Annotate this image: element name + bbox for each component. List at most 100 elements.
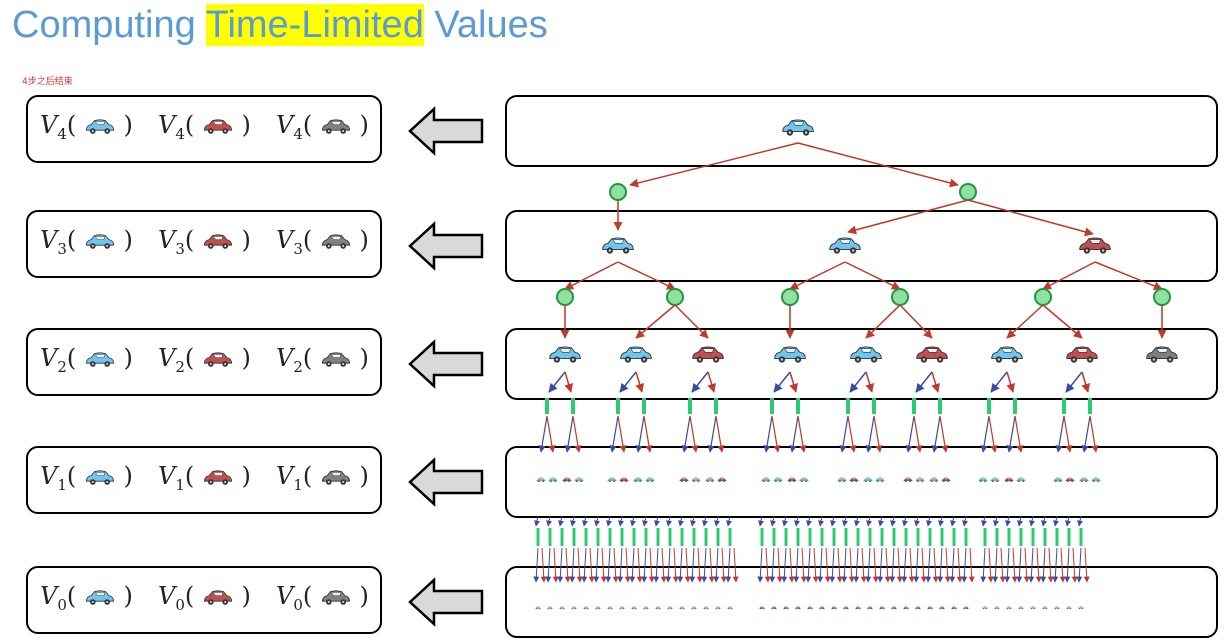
value-subscript: 3 (175, 239, 185, 258)
car-blue-icon (547, 606, 553, 610)
tree-edge (642, 515, 649, 527)
tree-edge (674, 304, 709, 339)
car-blue-icon (773, 477, 783, 483)
tree-edge (797, 142, 959, 188)
tree-edge (896, 547, 903, 583)
chance-node-icon (760, 528, 764, 546)
car-red-icon (1066, 346, 1098, 363)
tree-edge (757, 547, 764, 583)
tree-edge (696, 547, 703, 583)
car-blue-icon (602, 237, 634, 254)
car-blue-icon (875, 477, 885, 483)
car-blue-icon (1006, 606, 1012, 610)
tree-edge (720, 547, 727, 583)
car-red-icon (203, 351, 232, 367)
tree-edge (818, 515, 825, 527)
value-term-gray: V1( ) (276, 462, 369, 494)
tree-edge (1077, 515, 1084, 527)
car-red-icon (807, 606, 813, 610)
tree-edge (1063, 415, 1073, 453)
chance-node-icon (728, 528, 732, 546)
chance-node-icon (952, 528, 956, 546)
car-red-icon (203, 469, 232, 485)
chance-node-icon (704, 528, 708, 546)
car-blue-icon (994, 606, 1000, 610)
tree-edge (1017, 515, 1024, 527)
tree-edge (1076, 547, 1083, 583)
chance-node-icon (983, 528, 987, 546)
tree-edge (836, 547, 843, 583)
car-red-icon (619, 477, 629, 483)
tree-edge (564, 547, 571, 583)
car-blue-icon (85, 469, 114, 485)
tree-edge (776, 547, 783, 583)
tree-edge (769, 547, 776, 583)
tree-edge (564, 261, 619, 290)
tree-edge (582, 515, 589, 527)
car-blue-icon (991, 346, 1023, 363)
tree-edge (806, 515, 813, 527)
car-blue-icon (85, 233, 114, 249)
tree-edge (572, 415, 582, 453)
chance-node-icon (856, 528, 860, 546)
tree-edge (848, 547, 855, 583)
chance-node-icon (772, 528, 776, 546)
tree-edge (865, 304, 901, 339)
tree-edge (949, 547, 956, 583)
car-blue-icon (535, 606, 541, 610)
tree-edge (715, 415, 725, 453)
tree-edge (847, 199, 969, 235)
tree-edge (980, 415, 990, 453)
tree-edge (1065, 371, 1083, 393)
tree-edge (877, 547, 884, 583)
tree-edge (764, 547, 771, 583)
car-red-icon (203, 589, 232, 605)
car-blue-icon (643, 606, 649, 610)
car-blue-icon (85, 351, 114, 367)
tree-edge (672, 547, 679, 583)
value-term-red: V4( ) (158, 111, 251, 143)
car-blue-icon (799, 477, 809, 483)
chance-node-icon (916, 528, 920, 546)
value-box-v1: V1( )V1( )V1( ) (26, 446, 382, 514)
car-red-icon (855, 606, 861, 610)
chance-node-icon (938, 398, 942, 414)
chance-node-icon (1079, 528, 1083, 546)
tree-edge (805, 547, 812, 583)
chance-node-icon (668, 528, 672, 546)
value-subscript: 3 (293, 239, 303, 258)
car-red-icon (831, 606, 837, 610)
car-blue-icon (548, 477, 558, 483)
tree-edge (968, 547, 975, 583)
tree-edge (884, 547, 891, 583)
car-red-icon (203, 233, 232, 249)
tree-edge (890, 515, 897, 527)
chance-node-icon (995, 528, 999, 546)
value-symbol: V (158, 462, 176, 490)
car-red-icon (927, 606, 933, 610)
car-red-icon (941, 477, 951, 483)
tree-edge (1055, 415, 1065, 453)
car-red-icon (903, 477, 913, 483)
car-red-icon (939, 606, 945, 610)
chance-node-icon (560, 528, 564, 546)
tree-edge (901, 547, 908, 583)
value-term-blue: V3( ) (40, 226, 133, 258)
tree-edge (641, 547, 648, 583)
tree-edge (1004, 547, 1011, 583)
car-blue-icon (705, 477, 715, 483)
car-blue-icon (559, 606, 565, 610)
chance-node-icon (545, 398, 549, 414)
tree-edge (636, 547, 643, 583)
car-blue-icon (727, 606, 733, 610)
chance-node-icon (1153, 288, 1171, 306)
car-blue-icon (655, 606, 661, 610)
tree-edge (665, 547, 672, 583)
tree-edge (546, 415, 556, 453)
tree-edge (1071, 547, 1078, 583)
tree-edge (1006, 304, 1044, 339)
value-term-red: V2( ) (158, 344, 251, 376)
tree-edge (990, 371, 1008, 393)
car-blue-icon (645, 477, 655, 483)
value-symbol: V (158, 111, 176, 139)
